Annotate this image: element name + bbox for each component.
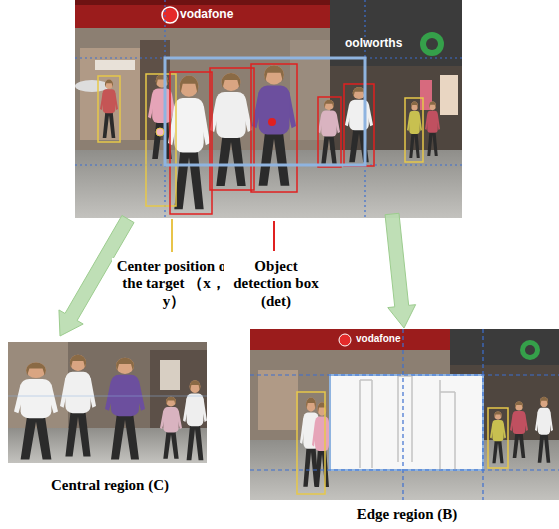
pedestrian-figure xyxy=(148,74,176,159)
illustration-shape xyxy=(450,329,559,365)
illustration-shape xyxy=(75,0,330,5)
crop-arrow xyxy=(385,213,416,328)
illustration-shape xyxy=(318,97,341,167)
illustration-shape xyxy=(420,32,444,56)
pedestrian-figure xyxy=(60,355,96,457)
annotation-label: Center position of the target （x，y） xyxy=(112,258,236,310)
illustration-shape xyxy=(156,128,164,136)
pedestrian-figure xyxy=(345,87,373,162)
illustration-shape xyxy=(402,329,403,500)
illustration-shape xyxy=(360,376,455,470)
illustration-shape xyxy=(330,375,483,470)
pedestrian-figure xyxy=(510,402,528,459)
pedestrian-figure xyxy=(252,65,296,186)
illustration-shape xyxy=(250,329,559,500)
illustration-shape xyxy=(98,76,120,142)
illustration-shape xyxy=(75,0,330,28)
illustration-shape xyxy=(165,58,365,165)
pedestrian-figure xyxy=(160,397,182,459)
leader-line xyxy=(171,219,173,252)
illustration-shape xyxy=(160,360,180,390)
pedestrian-figure xyxy=(210,73,252,186)
pedestrian-figure xyxy=(105,358,145,460)
pedestrian-figure xyxy=(535,397,553,463)
illustration-shape xyxy=(258,370,298,430)
pedestrian-figure xyxy=(183,380,207,460)
pedestrian-figure xyxy=(318,100,340,164)
illustration-shape xyxy=(170,72,212,214)
illustration-shape xyxy=(440,75,458,115)
annotation-label: Object detection box (det) xyxy=(224,258,328,310)
illustration-shape xyxy=(426,38,438,50)
illustration-shape xyxy=(80,48,142,140)
central-region-photo xyxy=(8,342,207,463)
illustration-shape xyxy=(210,68,254,190)
illustration-shape xyxy=(344,84,374,166)
illustration-shape xyxy=(75,0,462,218)
illustration-shape xyxy=(268,118,276,126)
pedestrian-figure xyxy=(425,101,440,156)
illustration-shape xyxy=(297,392,325,494)
edge-region-photo xyxy=(250,329,559,500)
illustration-shape xyxy=(482,329,483,500)
illustration-shape xyxy=(405,98,423,162)
illustration-shape xyxy=(250,329,450,350)
illustration-shape xyxy=(75,80,109,92)
sign-text: oolworths xyxy=(345,37,402,51)
illustration-shape xyxy=(251,64,297,192)
illustration-shape xyxy=(330,0,462,66)
illustration-shape xyxy=(525,345,535,355)
illustration-shape xyxy=(146,74,176,206)
pedestrian-figure xyxy=(407,102,422,159)
pedestrian-figure xyxy=(14,363,58,460)
illustration-shape xyxy=(520,340,540,360)
region-caption: Central region (C) xyxy=(8,477,212,494)
illustration-shape xyxy=(250,374,559,375)
illustration-shape xyxy=(339,334,351,346)
illustration-shape xyxy=(488,408,508,468)
sign-text: vodafone xyxy=(180,8,233,22)
region-caption: Edge region (B) xyxy=(295,506,519,523)
pedestrian-figure xyxy=(168,76,210,210)
sign-text: vodafone xyxy=(356,333,400,345)
pedestrian-figure xyxy=(100,80,118,138)
illustration-shape xyxy=(8,342,207,463)
pedestrian-figure xyxy=(490,411,506,463)
leader-line xyxy=(273,221,275,251)
illustration-shape xyxy=(8,396,207,397)
street-photo xyxy=(75,0,462,218)
illustration-shape xyxy=(250,469,559,470)
illustration-shape xyxy=(95,60,135,70)
